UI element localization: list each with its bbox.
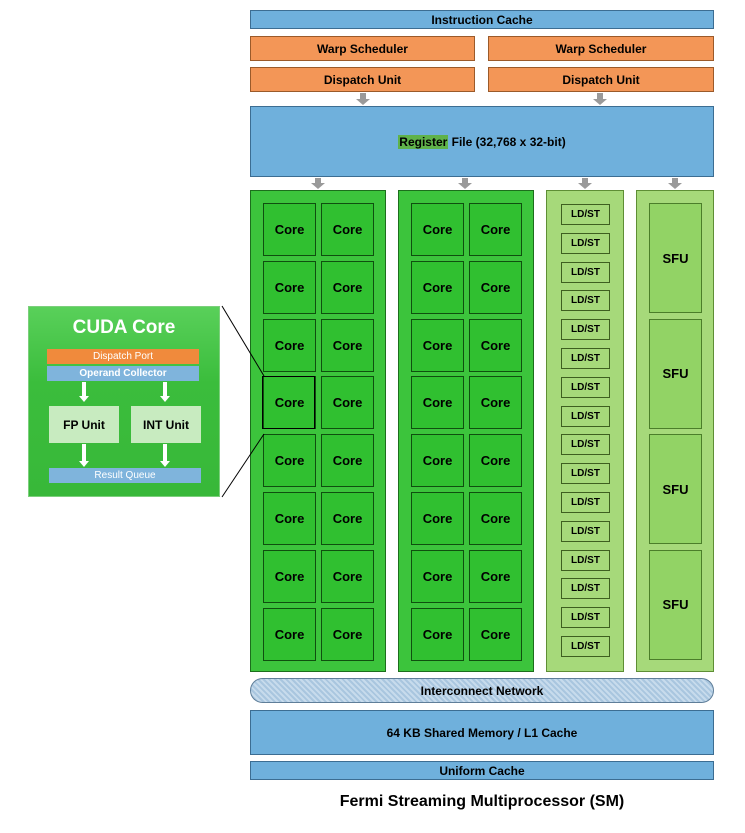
dispatch-unit-label: Dispatch Unit [323,72,402,87]
cuda-core: Core [263,434,316,488]
result-queue: Result Queue [49,468,201,483]
cuda-core: Core [469,203,522,256]
sfu-unit: SFU [649,318,702,429]
diagram-caption: Fermi Streaming Multiprocessor (SM) [339,793,625,810]
cuda-core: Core [321,549,374,603]
warp-scheduler-label: Warp Scheduler [555,41,647,56]
shared-memory: 64 KB Shared Memory / L1 Cache [250,710,714,755]
cuda-core: Core [263,607,316,661]
zoomed-core-outline [262,376,315,429]
cuda-core: Core [411,203,464,256]
ldst-unit: LD/ST [561,405,610,427]
dispatch-unit-1: Dispatch Unit [250,67,475,92]
ldst-unit: LD/ST [561,319,610,341]
warp-scheduler-1: Warp Scheduler [250,36,475,61]
zoom-line-top [221,305,265,377]
warp-scheduler-2: Warp Scheduler [488,36,714,61]
ldst-unit: LD/ST [561,636,610,657]
instruction-cache: Instruction Cache [250,10,714,29]
ldst-unit: LD/ST [561,549,610,571]
cuda-core: Core [411,549,464,603]
shared-memory-label: 64 KB Shared Memory / L1 Cache [386,725,578,740]
interconnect-network: Interconnect Network [250,678,714,703]
zoom-line-bottom [221,433,265,498]
instruction-cache-label: Instruction Cache [431,12,533,27]
cuda-core-title: CUDA Core [72,317,176,338]
cuda-core: Core [411,318,464,372]
dispatch-port: Dispatch Port [47,349,199,364]
sfu-unit: SFU [649,434,702,544]
interconnect-label: Interconnect Network [420,683,544,698]
ldst-unit: LD/ST [561,463,610,485]
cuda-core: Core [469,607,522,661]
cuda-core: Core [469,376,522,430]
cuda-core: Core [411,492,464,545]
uniform-cache: Uniform Cache [250,761,714,780]
cuda-core: Core [411,376,464,430]
cuda-core: Core [321,203,374,256]
cuda-core: Core [321,607,374,661]
ldst-column: LD/ST LD/ST LD/ST LD/ST LD/ST LD/ST LD/ST LD/ST… [546,190,624,672]
cuda-core: Core [263,376,316,430]
cuda-core: Core [411,260,464,314]
zoom-lines [221,305,265,498]
ldst-unit: LD/ST [561,232,610,254]
uniform-cache-label: Uniform Cache [439,763,525,778]
ldst-unit: LD/ST [561,492,610,513]
ldst-unit: LD/ST [561,348,610,369]
cuda-core: Core [469,260,522,314]
register-file-highlight: Register [398,134,449,149]
cuda-core: Core [321,260,374,314]
cuda-core: Core [321,376,374,430]
cuda-core: Core [263,260,316,314]
register-file-label: File (32,768 x 32-bit) [448,134,566,149]
cuda-core: Core [411,434,464,488]
cuda-core: Core [469,492,522,545]
ldst-unit: LD/ST [561,261,610,283]
cuda-core: Core [263,203,316,256]
sfu-unit: SFU [649,549,702,660]
ldst-unit: LD/ST [561,290,610,312]
dispatch-unit-2: Dispatch Unit [488,67,714,92]
cuda-core: Core [469,549,522,603]
ldst-unit: LD/ST [561,578,610,600]
int-unit: INT Unit [131,406,201,443]
cuda-core: Core [321,434,374,488]
ldst-unit: LD/ST [561,434,610,456]
warp-scheduler-label: Warp Scheduler [317,41,408,56]
ldst-unit: LD/ST [561,376,610,398]
cuda-core: Core [263,549,316,603]
ldst-unit: LD/ST [561,204,610,225]
cuda-core-panel: CUDA Core Dispatch Port Operand Collecto… [28,306,220,497]
fp-unit: FP Unit [49,406,119,443]
ldst-unit: LD/ST [561,520,610,542]
cuda-core: Core [263,492,316,545]
cuda-core: Core [469,318,522,372]
cuda-core: Core [321,318,374,372]
cuda-core: Core [263,318,316,372]
sfu-unit: SFU [649,203,702,313]
operand-collector: Operand Collector [47,366,199,381]
register-file: Register File (32,768 x 32-bit) [250,106,714,177]
cuda-core: Core [321,492,374,545]
ldst-unit: LD/ST [561,607,610,629]
dispatch-unit-label: Dispatch Unit [562,72,640,87]
cuda-core: Core [469,434,522,488]
cuda-core: Core [411,607,464,661]
